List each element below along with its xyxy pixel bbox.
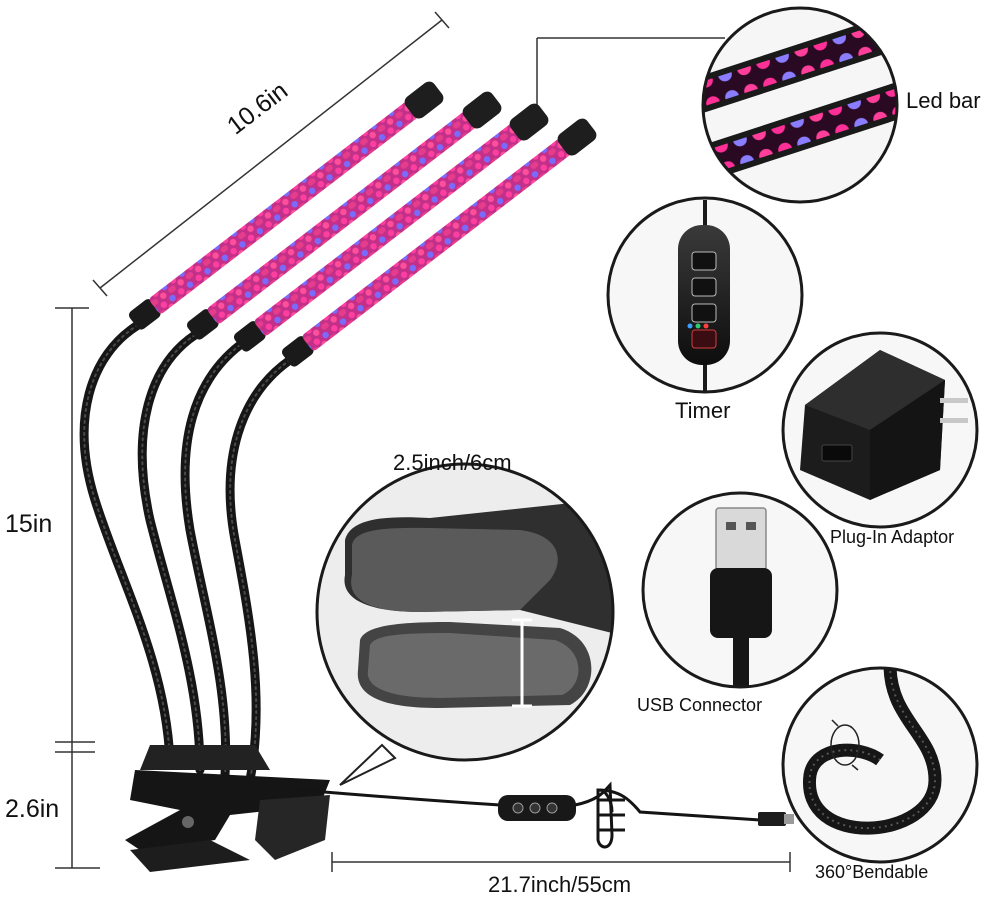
led-bar-zoom-circle xyxy=(701,6,899,204)
usb-zoom-circle xyxy=(641,491,839,689)
timer-zoom-circle xyxy=(606,196,804,394)
clip-zoom-circle xyxy=(315,462,615,786)
led-bar-2 xyxy=(186,91,502,340)
led-bar-3 xyxy=(233,103,549,352)
led-bar-label: Led bar xyxy=(906,88,981,113)
cable-usb-plug xyxy=(758,812,786,826)
clip-opening-label: 2.5inch/6cm xyxy=(393,450,512,475)
clamp-base xyxy=(125,745,330,872)
cable-length-label: 21.7inch/55cm xyxy=(488,872,632,897)
goosenecks xyxy=(79,320,295,785)
timer-label: Timer xyxy=(675,398,731,423)
gooseneck-height-label: 15in xyxy=(5,510,53,538)
bendable-label: 360°Bendable xyxy=(815,862,929,882)
led-bar-1 xyxy=(128,81,444,330)
bendable-zoom-circle xyxy=(781,666,979,864)
clip-height-label: 2.6in xyxy=(5,795,60,823)
power-cable xyxy=(299,781,761,849)
led-bar-4 xyxy=(281,118,597,367)
plug-in-adaptor-label: Plug-In Adaptor xyxy=(830,527,955,547)
usb-connector-label: USB Connector xyxy=(637,695,763,715)
adaptor-zoom-circle xyxy=(781,331,979,529)
